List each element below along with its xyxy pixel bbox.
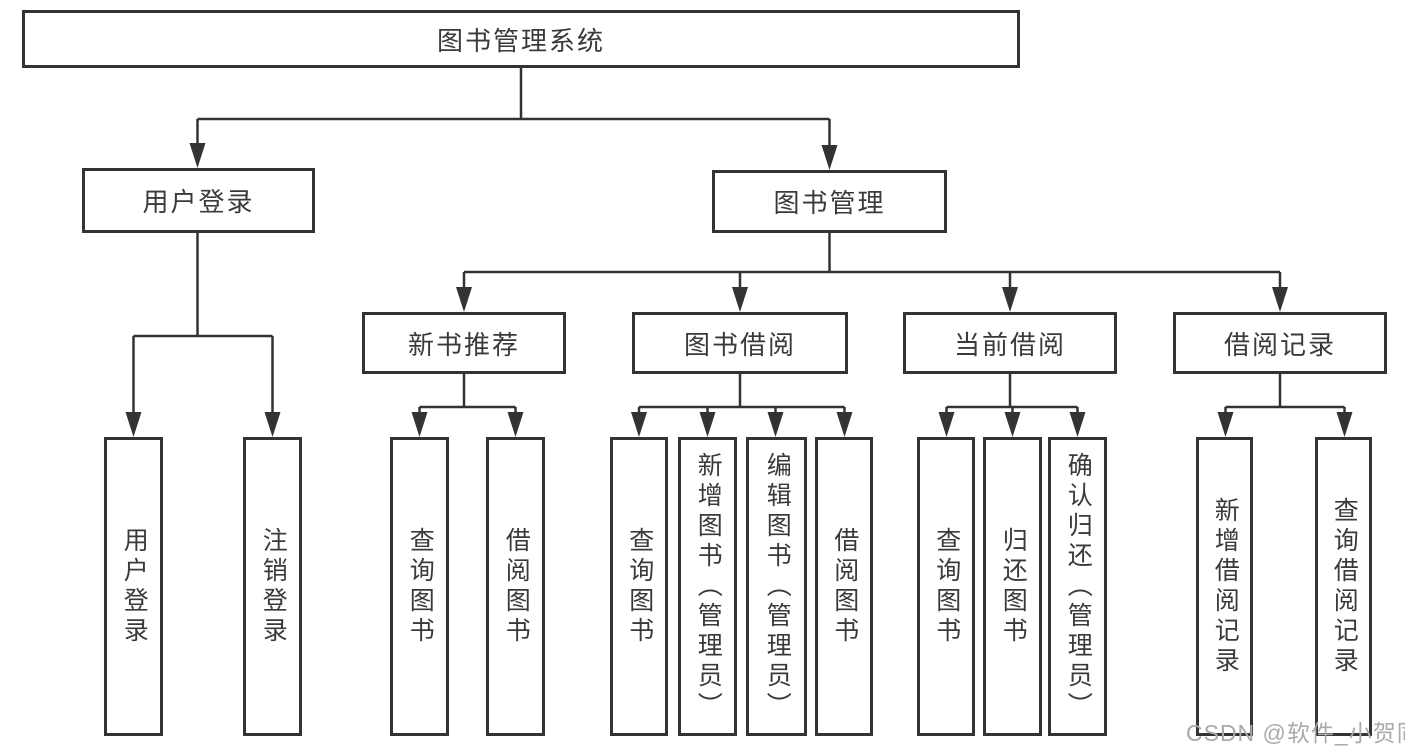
leaf-add-borrow-record: 新增借阅记录: [1196, 437, 1253, 736]
leaf-logout-login: 注销登录: [243, 437, 302, 736]
leaf-return-books: 归还图书: [983, 437, 1042, 736]
node-label: 新增借阅记录: [1211, 496, 1240, 677]
node-label: 编辑图书（管理员）: [763, 451, 792, 722]
leaf-query-borrow-record: 查询借阅记录: [1315, 437, 1372, 736]
csdn-watermark: CSDN @软件_小贺同学: [1186, 720, 1405, 746]
node-label: 新书推荐: [407, 329, 520, 360]
node-new-book-recommendation: 新书推荐: [362, 312, 566, 374]
node-label: 借阅记录: [1223, 329, 1336, 360]
leaf-query-books-borrow: 查询图书: [610, 437, 668, 736]
node-label: 借阅图书: [830, 526, 859, 647]
node-library-management-system: 图书管理系统: [22, 10, 1020, 68]
leaf-borrow-books: 借阅图书: [815, 437, 873, 736]
node-label: 注销登录: [259, 526, 288, 647]
node-book-management: 图书管理: [712, 170, 947, 233]
node-label: 用户登录: [142, 187, 255, 217]
arrowhead-icons: [125, 143, 1353, 437]
node-borrowing-records: 借阅记录: [1173, 312, 1387, 374]
leaf-query-books-current: 查询图书: [917, 437, 975, 736]
leaf-confirm-return-admin: 确认归还（管理员）: [1048, 437, 1107, 736]
leaf-query-books-recommend: 查询图书: [390, 437, 449, 736]
node-current-borrowing: 当前借阅: [903, 312, 1117, 374]
node-label: 确认归还（管理员）: [1064, 451, 1093, 722]
node-label: 借阅图书: [502, 526, 531, 647]
node-label: 查询借阅记录: [1330, 496, 1359, 677]
leaf-edit-books-admin: 编辑图书（管理员）: [746, 437, 807, 736]
node-label: 图书借阅: [683, 329, 796, 360]
node-label: 查询图书: [625, 526, 654, 647]
node-label: 新增图书（管理员）: [694, 451, 723, 722]
node-label: 归还图书: [999, 526, 1028, 647]
node-book-borrowing: 图书借阅: [632, 312, 848, 374]
node-label: 图书管理: [773, 188, 886, 218]
node-label: 用户登录: [120, 526, 149, 647]
leaf-borrow-books-recommend: 借阅图书: [486, 437, 545, 736]
node-label: 当前借阅: [953, 329, 1066, 360]
node-label: 查询图书: [406, 526, 435, 647]
node-label: 图书管理系统: [436, 25, 605, 56]
node-label: 查询图书: [932, 526, 961, 647]
leaf-add-books-admin: 新增图书（管理员）: [678, 437, 737, 736]
node-user-login: 用户登录: [82, 168, 315, 233]
leaf-user-login: 用户登录: [104, 437, 163, 736]
